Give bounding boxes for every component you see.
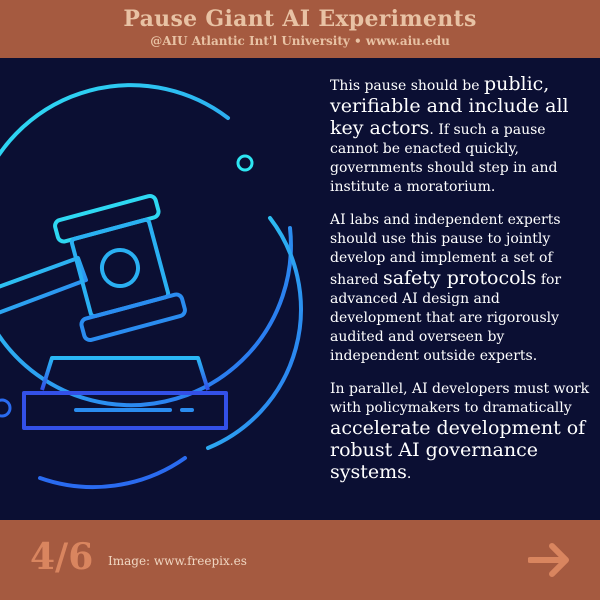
ring-arc-bottom: [38, 456, 187, 490]
paragraph-3: In parallel, AI developers must work wit…: [330, 381, 590, 483]
gavel-head: [53, 194, 187, 342]
footer-bar: 4/6 Image: www.freepix.es: [0, 520, 600, 600]
ring-dot-top: [236, 154, 254, 172]
gavel-handle: [0, 256, 88, 315]
arrow-right-icon[interactable]: [528, 542, 572, 578]
content-panel: This pause should be public, verifiable …: [0, 58, 600, 520]
ring-arc-outer: [0, 83, 293, 408]
page-title: Pause Giant AI Experiments: [123, 6, 477, 32]
header-bar: Pause Giant AI Experiments @AIU Atlantic…: [0, 0, 600, 58]
ring-arc-right: [206, 216, 303, 450]
sound-block-base: [22, 391, 228, 430]
page-indicator: 4/6: [30, 536, 94, 578]
paragraph-1: This pause should be public, verifiable …: [330, 73, 569, 196]
image-credit: Image: www.freepix.es: [108, 554, 247, 568]
gavel-illustration: [0, 83, 303, 490]
page-subtitle: @AIU Atlantic Int'l University • www.aiu…: [150, 34, 450, 48]
ring-dot-left: [0, 398, 12, 418]
paragraph-2: AI labs and independent experts should u…: [330, 212, 562, 364]
body-text: This pause should be public, verifiable …: [330, 74, 592, 498]
sound-block-top: [40, 356, 210, 391]
